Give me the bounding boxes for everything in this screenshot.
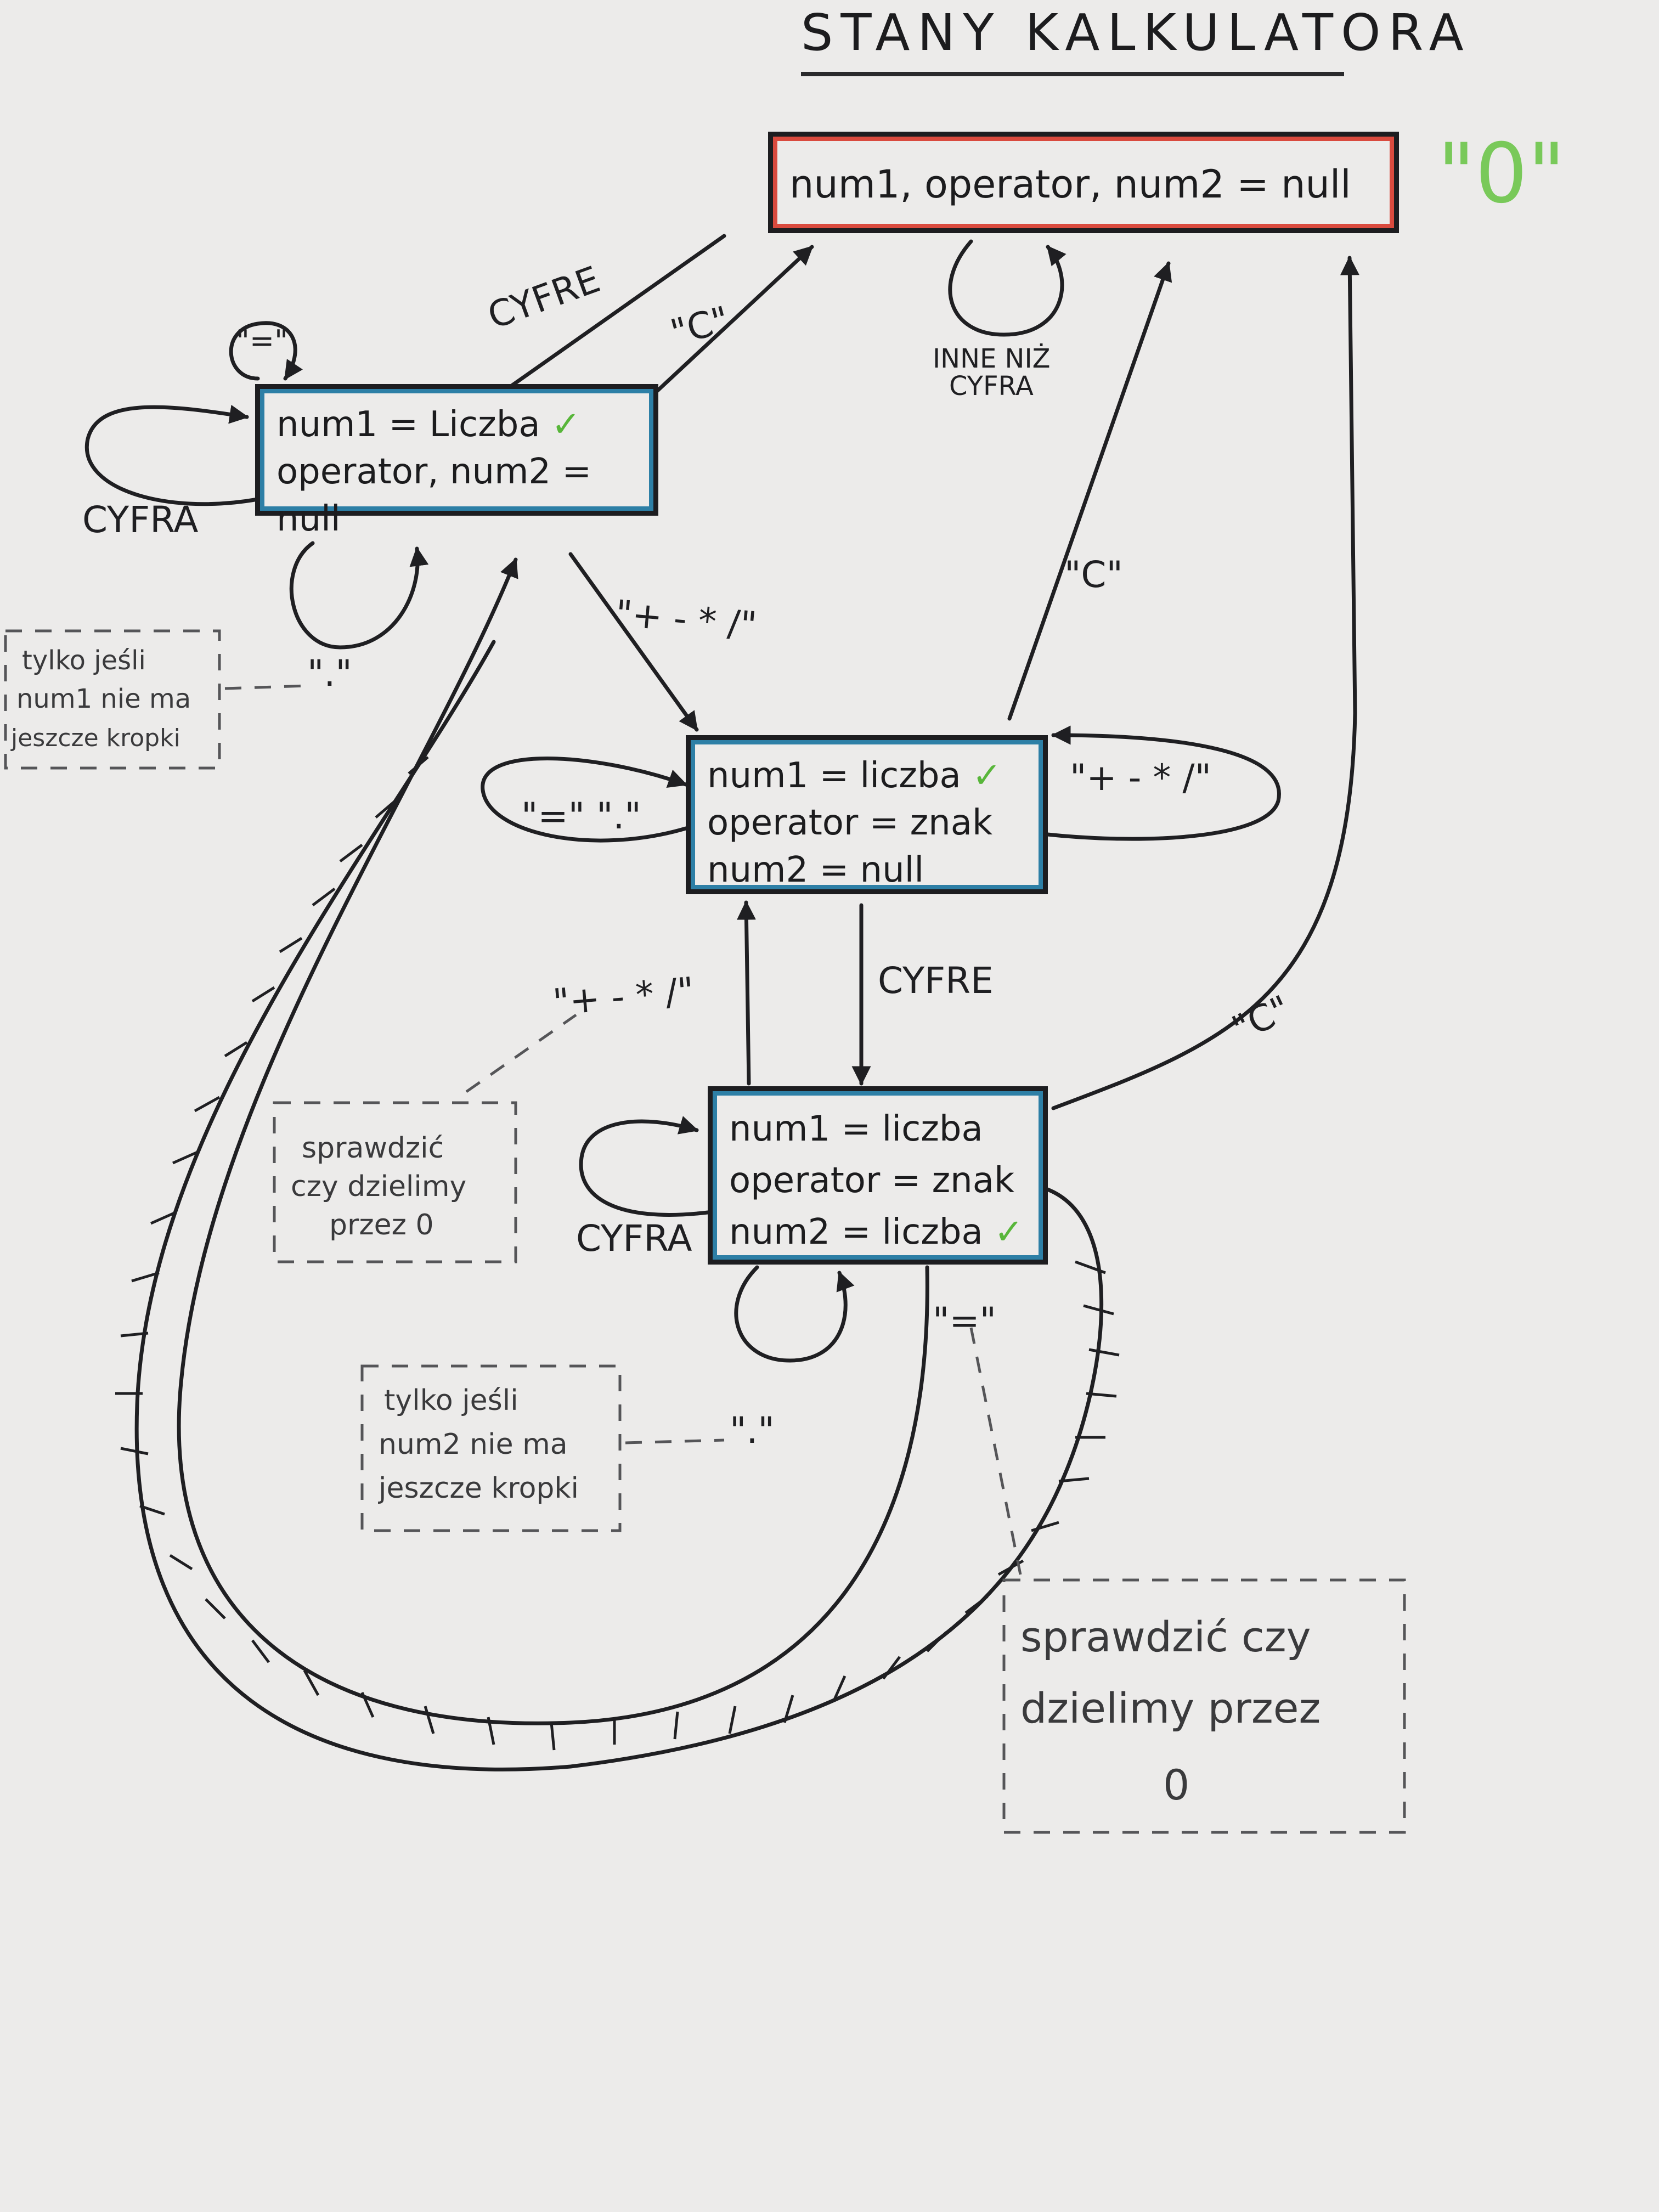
loop-start [948,239,1066,337]
label-cyfra-start: CYFRA [949,371,1034,402]
loop-s1-dot [289,541,429,650]
loop-s1-cyfra [84,404,260,506]
label-c-s2-start: "C" [1064,554,1123,596]
note2-line3: przez 0 [329,1209,434,1242]
label-ops-s1-s2: "+ - * /" [614,592,759,646]
arrow-s1-to-s2 [568,552,699,732]
label-cyfra-s1: CYFRA [82,499,199,541]
label-cyfra-s3: CYFRA [576,1217,692,1260]
state-start-text: num1, operator, num2 = null [789,162,1351,207]
state-num1-line1: num1 = Liczba [276,404,540,445]
note1-line1: tylko jeśli [22,645,146,676]
arrow-start-to-s1 [481,234,726,408]
loop-s2-eqdot [481,757,688,843]
loop-s3-dot [734,1265,855,1363]
label-c-s1-start: "C" [666,298,733,354]
note2-frame [273,1101,517,1263]
note1-frame [4,629,221,770]
check-icon: ✓ [994,1212,1024,1252]
state-num1: num1 = Liczba ✓ operator, num2 = null [255,384,658,539]
arrow-s1-to-start [651,245,814,397]
note3-line1: tylko jeśli [384,1384,518,1417]
state-operator: num1 = liczba ✓ operator = znak num2 = n… [686,735,1048,894]
note1-line2: num1 nie ma [16,684,191,714]
state-operator-line3: num2 = null [707,850,924,890]
hatch-marks [115,756,1120,1751]
note1-line3: jeszcze kropki [10,724,180,752]
label-ops-s2: "+ - * /" [1070,757,1211,799]
label-eq-s1: "=" [236,324,288,358]
state-operator-line2: operator = znak [707,803,992,843]
note4-line3: 0 [1163,1760,1189,1809]
arrow-s3-to-start [1051,256,1359,1110]
arrow-s3-to-s2 [736,900,756,1086]
label-eqdot-s2: "=" "." [521,795,641,837]
note4-line1: sprawdzić czy [1020,1612,1311,1661]
note4-line2: dzielimy przez [1020,1684,1321,1733]
state-num2-line1: num1 = liczba [729,1109,983,1149]
state-operator-line1: num1 = liczba [707,755,961,796]
note3-frame [360,1364,622,1532]
loop-s1-eq [229,321,303,381]
initial-output: "0" [1437,126,1566,222]
check-icon: ✓ [972,755,1002,796]
state-num2: num1 = liczba operator = znak num2 = lic… [708,1086,1048,1265]
label-cyfre-s2-s3: CYFRE [878,960,994,1002]
state-num2-line2: operator = znak [729,1160,1014,1201]
arrow-s2-to-start [1007,261,1172,721]
loop-s3-cyfra [579,1116,710,1217]
label-dot-s3: "." [730,1409,775,1452]
label-dot-s1: "." [307,652,352,695]
state-num2-line3: num2 = liczba [729,1212,983,1252]
loop-s2-ops [1040,725,1281,841]
diagram-title: STANY KALKULATORA [801,0,1464,76]
check-icon: ✓ [551,404,581,445]
note2-line2: czy dzielimy [291,1170,466,1203]
arrow-s3-eq-outer [134,640,1104,1771]
label-cyfre-start-s1: CYFRE [482,258,605,337]
label-c-s3-start: "C" [1226,988,1296,1051]
note2-line1: sprawdzić [302,1132,444,1165]
note3-line3: jeszcze kropki [378,1472,579,1505]
label-eq-s3: "=" [933,1300,996,1342]
label-ops-s3-s2: "+ - * /" [551,969,696,1024]
state-num1-line2: operator, num2 = null [276,452,592,539]
label-inne-niz: INNE NIŻ [933,343,1051,374]
state-start: num1, operator, num2 = null [768,132,1399,233]
arrow-s3-eq-to-s1 [177,557,929,1725]
note3-line2: num2 nie ma [379,1428,568,1461]
